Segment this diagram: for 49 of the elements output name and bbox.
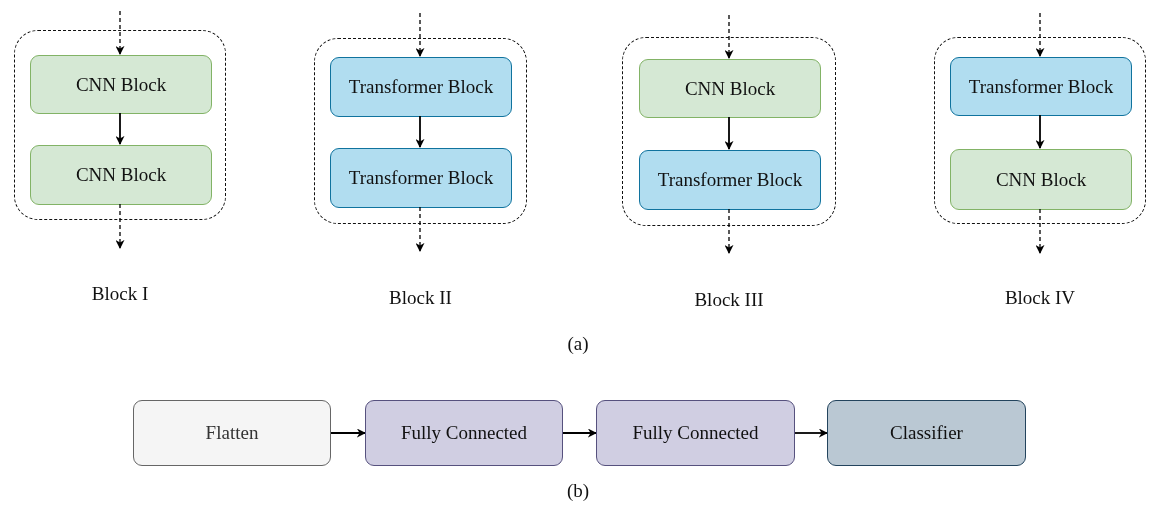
subfigure-label: (b) <box>566 480 590 502</box>
arrow <box>415 206 425 252</box>
block-label: CNN Block <box>75 164 167 186</box>
transformer-block-box <box>330 148 512 208</box>
block-label: CNN Block <box>684 77 776 100</box>
arrow <box>115 10 125 55</box>
transformer-block-box <box>330 57 512 117</box>
process-box <box>133 400 331 466</box>
process-box <box>365 400 563 466</box>
arrow <box>1035 114 1045 149</box>
arrow <box>562 428 597 438</box>
group-caption: Block II <box>389 287 452 309</box>
group-caption: Block IV <box>1004 287 1076 309</box>
transformer-block-box <box>950 57 1132 116</box>
block-label: Transformer Block <box>348 167 494 189</box>
dashed-group-box <box>314 38 527 224</box>
arrow <box>724 208 734 254</box>
process-box <box>827 400 1026 466</box>
block-label: CNN Block <box>75 73 167 96</box>
block-label: Fully Connected <box>400 422 528 444</box>
arrow <box>115 112 125 145</box>
arrow <box>1035 12 1045 57</box>
group-caption: Block I <box>91 283 149 305</box>
cnn-block-box <box>950 149 1132 210</box>
transformer-block-box <box>639 150 821 210</box>
process-box <box>596 400 795 466</box>
arrow <box>724 14 734 59</box>
block-label: Transformer Block <box>657 169 803 191</box>
block-label: Classifier <box>890 422 963 444</box>
arrow <box>415 115 425 148</box>
dashed-group-box <box>934 37 1146 224</box>
subfigure-label: (a) <box>567 333 589 355</box>
block-label: Transformer Block <box>348 76 494 98</box>
arrow <box>724 116 734 150</box>
cnn-block-box <box>30 55 212 114</box>
cnn-block-box <box>639 59 821 118</box>
arrow <box>415 12 425 57</box>
dashed-group-box <box>622 37 836 226</box>
dashed-group-box <box>14 30 226 220</box>
block-label: Transformer Block <box>968 75 1114 98</box>
block-label: Flatten <box>205 422 259 444</box>
arrow <box>1035 208 1045 254</box>
block-label: Fully Connected <box>632 422 759 444</box>
arrow <box>330 428 366 438</box>
cnn-block-box <box>30 145 212 205</box>
group-caption: Block III <box>694 289 764 311</box>
block-label: CNN Block <box>995 168 1087 191</box>
arrow <box>794 428 828 438</box>
arrow <box>115 203 125 249</box>
